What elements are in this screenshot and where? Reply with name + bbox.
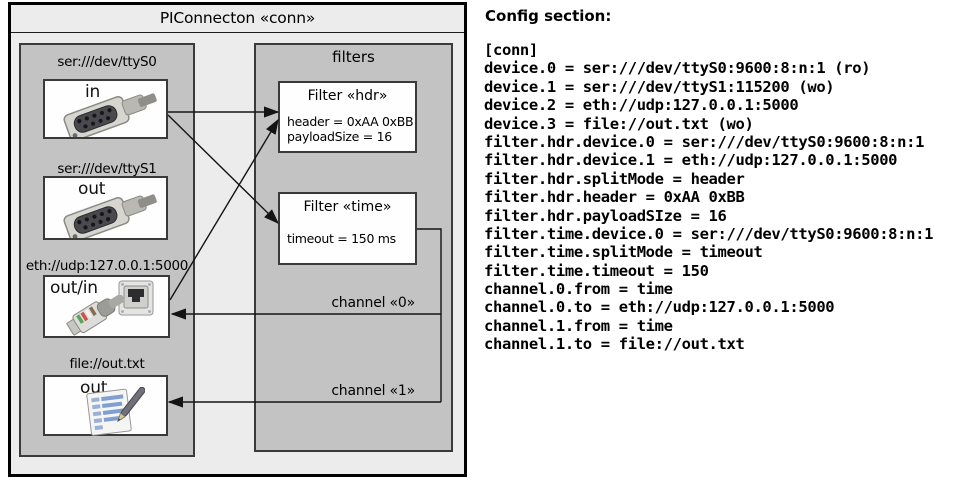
config-line: [conn] [484,41,538,59]
device-direction: in [85,82,101,102]
device-direction: out [78,179,106,199]
device-uri-ttys0: ser:///dev/ttyS0 [57,54,157,70]
device-node-file: out [43,375,168,436]
device-node-ttys1: out [43,176,168,240]
config-line: filter.hdr.header = 0xAA 0xBB [484,188,745,207]
notepad-pen-icon [86,387,145,436]
config-line: channel.1.from = time [484,316,673,335]
devices-panel: ser:///dev/ttyS0 in [19,43,195,457]
filter-hdr-node: Filter «hdr» header = 0xAA 0xBB payloadS… [278,81,417,153]
config-line: filter.hdr.device.0 = ser:///dev/ttyS0:9… [484,132,925,151]
filter-time-node: Filter «time» timeout = 150 ms [278,192,417,265]
config-line: filter.time.splitMode = timeout [484,243,763,262]
config-line: channel.1.to = file://out.txt [484,335,745,354]
config-line: filter.hdr.device.1 = eth://udp:127.0.0.… [484,151,898,170]
config-line: filter.hdr.splitMode = header [484,169,745,188]
filters-panel: filters Filter «hdr» header = 0xAA 0xBB … [254,43,453,452]
channel-0-label: channel «0» [331,295,415,311]
config-line: device.0 = ser:///dev/ttyS0:9600:8:n:1 (… [484,59,871,78]
ethernet-cable-icon [66,295,125,336]
diagram-title: PIConnecton «conn» [159,9,316,27]
serial-connector-icon [63,194,157,238]
piconnection-diagram: PIConnecton «conn» ser:///dev/ttyS0 in [8,2,467,477]
config-line: device.2 = eth://udp:127.0.0.1:5000 [484,96,799,115]
device-node-ttys0: in [43,79,168,139]
filter-prop: header = 0xAA 0xBB [287,114,414,129]
config-line: filter.time.timeout = 150 [484,261,709,280]
config-heading: Config section: [485,7,612,25]
device-uri-ttys1: ser:///dev/ttyS1 [57,161,157,177]
config-line: device.1 = ser:///dev/ttyS1:115200 (wo) [484,77,835,96]
device-node-eth: out/in [43,275,170,338]
filter-name: Filter «time» [303,199,392,215]
filters-panel-title: filters [332,48,375,66]
config-line: filter.time.device.0 = ser:///dev/ttyS0:… [484,224,934,243]
serial-connector-icon [63,93,157,137]
filter-prop: timeout = 150 ms [287,231,396,246]
title-separator [11,32,464,33]
ethernet-jack-icon [118,280,154,316]
device-uri-eth: eth://udp:127.0.0.1:5000 [25,258,189,274]
channel-1-label: channel «1» [331,383,415,399]
filter-name: Filter «hdr» [307,88,388,104]
config-line: channel.0.to = eth://udp:127.0.0.1:5000 [484,298,835,317]
device-direction: out/in [50,278,98,298]
config-line: device.3 = file://out.txt (wo) [484,114,754,133]
filter-prop: payloadSize = 16 [287,129,392,144]
config-line: channel.0.from = time [484,280,673,299]
config-section: Config section: [conn] device.0 = ser://… [484,0,964,484]
config-line: filter.hdr.payloadSIze = 16 [484,206,727,225]
config-lines: [conn] device.0 = ser:///dev/ttyS0:9600:… [484,41,933,354]
device-uri-file: file://out.txt [69,356,145,372]
